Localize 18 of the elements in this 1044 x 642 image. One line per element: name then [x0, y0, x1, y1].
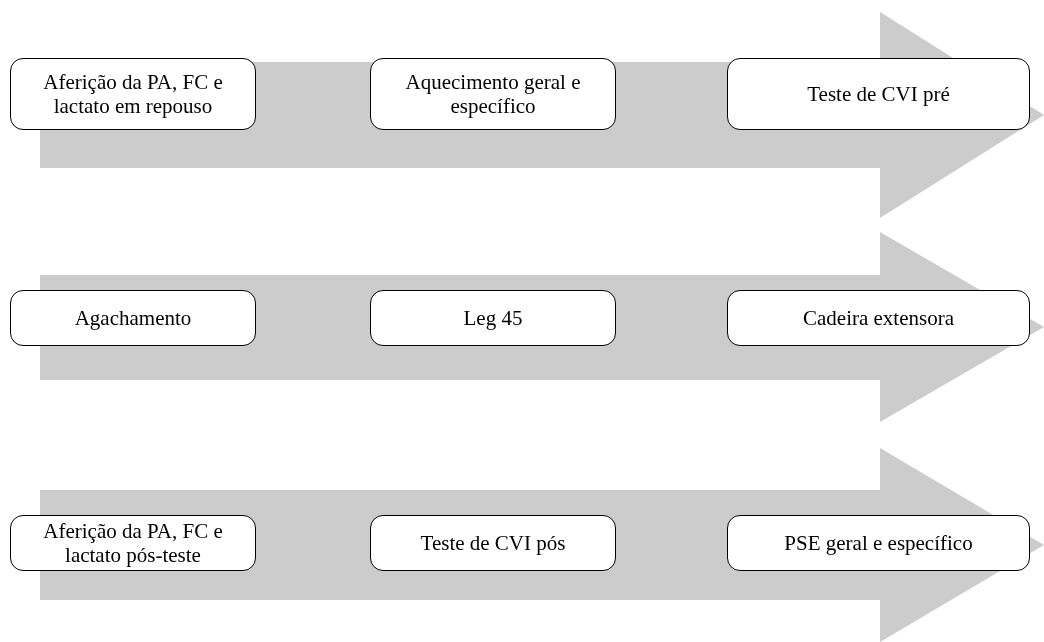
- step-text: Leg 45: [463, 305, 523, 331]
- step-text: Teste de CVI pós: [420, 530, 566, 556]
- step-text: Cadeira extensora: [803, 305, 954, 331]
- process-box: [370, 290, 616, 346]
- step-text: PSE geral e específico: [784, 530, 973, 556]
- step-text: Aquecimento geral e específico: [404, 69, 582, 119]
- process-box: [370, 515, 616, 571]
- step-text: Agachamento: [74, 305, 192, 331]
- process-box: [727, 515, 1030, 571]
- step-text: Teste de CVI pré: [807, 81, 950, 107]
- process-box: [10, 58, 256, 130]
- process-box: [10, 515, 256, 571]
- step-text: Aferição da PA, FC e lactato em repouso: [42, 69, 224, 119]
- process-box: [727, 290, 1030, 346]
- step-text: Aferição da PA, FC e lactato pós-teste: [42, 518, 224, 568]
- process-box: [10, 290, 256, 346]
- process-box: [727, 58, 1030, 130]
- process-box: [370, 58, 616, 130]
